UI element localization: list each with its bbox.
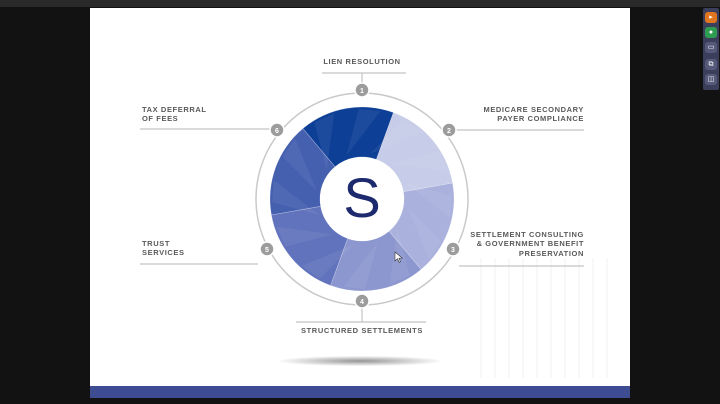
marker-number-3: 3: [451, 247, 455, 254]
label-medicare-compliance: MEDICARE SECONDARY PAYER COMPLIANCE: [483, 105, 584, 124]
wheel-facet: [282, 138, 317, 192]
marker-number-1: 1: [360, 88, 364, 95]
background-stripes: [480, 258, 620, 378]
wheel-facet: [314, 113, 335, 170]
layers-icon[interactable]: ◫: [705, 74, 717, 85]
label-trust-services: TRUST SERVICES: [142, 239, 185, 258]
marker-number-4: 4: [360, 299, 364, 306]
wheel-segments: [269, 106, 455, 292]
service-wheel-diagram: S 1 2 3 4 5: [140, 72, 584, 323]
marker-1: 1: [354, 82, 370, 98]
window-top-bar: [0, 0, 720, 7]
wheel-facet: [276, 226, 333, 247]
wheel-facet: [343, 242, 378, 289]
wheel-facet: [301, 244, 355, 279]
marker-5: 5: [259, 241, 275, 257]
label-tax-deferral: TAX DEFERRAL OF FEES: [142, 105, 207, 124]
marker-4: 4: [354, 293, 370, 309]
mouse-cursor-icon: [394, 251, 404, 263]
marker-number-5: 5: [265, 247, 269, 254]
video-icon[interactable]: ▭: [705, 42, 717, 53]
presentation-slide: S 1 2 3 4 5: [90, 8, 630, 398]
side-toolbar: ▸ ● ▭ ⧉ ◫: [703, 8, 719, 90]
marker-6: 6: [269, 122, 285, 138]
wheel-shadow: [280, 356, 440, 366]
marker-number-6: 6: [275, 128, 279, 135]
number-markers: 1 2 3 4 5 6: [259, 82, 461, 309]
orange-flag-icon[interactable]: ▸: [705, 12, 717, 23]
wheel-facet: [272, 180, 319, 215]
wheel-facet: [407, 206, 442, 260]
wheel-facet: [346, 109, 381, 156]
label-structured-settlements: STRUCTURED SETTLEMENTS: [301, 326, 423, 335]
label-settlement-consulting: SETTLEMENT CONSULTING & GOVERNMENT BENEF…: [470, 230, 584, 258]
marker-3: 3: [445, 241, 461, 257]
center-logo-letter: S: [343, 166, 380, 229]
green-leaf-icon[interactable]: ●: [705, 27, 717, 38]
wheel-facet: [369, 119, 423, 154]
connector-lines: [140, 72, 584, 323]
wheel-facet: [405, 183, 452, 218]
copy-icon[interactable]: ⧉: [705, 59, 717, 70]
center-circle: [320, 157, 404, 241]
marker-2: 2: [441, 122, 457, 138]
marker-number-2: 2: [447, 128, 451, 135]
label-lien-resolution: LIEN RESOLUTION: [323, 57, 401, 66]
slide-footer-bar: [90, 386, 630, 398]
wheel-facet: [391, 151, 448, 172]
